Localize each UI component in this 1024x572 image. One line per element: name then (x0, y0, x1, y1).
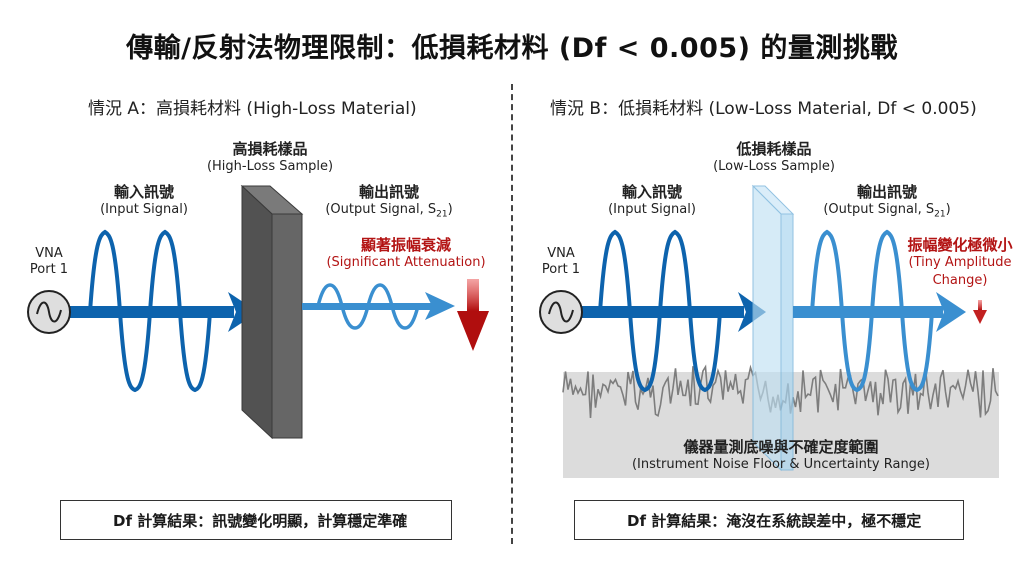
signal-arrow-b (574, 306, 744, 318)
low-loss-sample-label: 低損耗樣品 (Low-Loss Sample) (694, 140, 854, 176)
noise-label-en: (Instrument Noise Floor & Uncertainty Ra… (631, 457, 931, 472)
output-signal-en: (Output Signal, S21) (325, 202, 453, 220)
vna-port-label-a: VNA Port 1 (29, 246, 69, 277)
result-box-a: Df 計算結果：訊號變化明顯，計算穩定準確 (60, 500, 452, 540)
input-signal-en: (Input Signal) (608, 202, 696, 217)
attenuation-en: (Significant Attenuation) (326, 255, 486, 270)
tiny-change-arrow-icon (973, 300, 987, 324)
output-arrow-b (793, 306, 943, 318)
sample-label-zh: 低損耗樣品 (736, 140, 812, 158)
result-text-b: Df 計算結果：淹沒在系統誤差中，極不穩定 (627, 511, 922, 530)
output-signal-zh: 輸出訊號 (856, 183, 917, 201)
signal-arrow-a (64, 306, 234, 318)
tiny-change-en-line2: Change) (932, 273, 988, 288)
input-signal-en: (Input Signal) (100, 202, 188, 217)
tiny-change-zh: 振幅變化極微小 (907, 236, 1013, 254)
sample-label-en: (High-Loss Sample) (206, 159, 334, 174)
input-signal-label-a: 輸入訊號 (Input Signal) (74, 183, 214, 219)
high-loss-sample-block (240, 184, 304, 440)
sample-label-en: (Low-Loss Sample) (713, 159, 835, 174)
output-arrow-a (302, 303, 432, 310)
attenuation-arrow-icon (457, 279, 489, 351)
panel-b-heading: 情況 B：低損耗材料 (Low-Loss Material, Df < 0.00… (550, 99, 977, 119)
attenuation-zh: 顯著振幅衰減 (360, 236, 451, 254)
output-signal-label-b: 輸出訊號 (Output Signal, S21) (812, 183, 962, 224)
tiny-change-en-line1: (Tiny Amplitude (908, 255, 1012, 270)
input-signal-zh: 輸入訊號 (621, 183, 682, 201)
noise-label-zh: 儀器量測底噪與不確定度範圍 (683, 438, 879, 456)
result-box-b: Df 計算結果：淹沒在系統誤差中，極不穩定 (574, 500, 964, 540)
output-signal-zh: 輸出訊號 (358, 183, 419, 201)
panel-a-heading: 情況 A：高損耗材料 (High-Loss Material) (88, 99, 417, 119)
vna-port-label-b: VNA Port 1 (541, 246, 581, 277)
output-signal-en: (Output Signal, S21) (823, 202, 951, 220)
high-loss-sample-label: 高損耗樣品 (High-Loss Sample) (190, 140, 350, 176)
page-title: 傳輸/反射法物理限制：低損耗材料 (Df < 0.005) 的量測挑戰 (126, 33, 898, 64)
sample-label-zh: 高損耗樣品 (232, 140, 308, 158)
attenuation-label: 顯著振幅衰減 (Significant Attenuation) (316, 236, 496, 272)
input-signal-zh: 輸入訊號 (113, 183, 174, 201)
tiny-change-label: 振幅變化極微小 (Tiny Amplitude Change) (900, 236, 1020, 290)
ac-source-icon-a (27, 290, 71, 334)
panel-divider (511, 84, 513, 544)
low-loss-sample-block (751, 184, 795, 472)
result-text-a: Df 計算結果：訊號變化明顯，計算穩定準確 (113, 511, 408, 530)
noise-floor-label: 儀器量測底噪與不確定度範圍 (Instrument Noise Floor & … (563, 438, 999, 474)
input-signal-label-b: 輸入訊號 (Input Signal) (582, 183, 722, 219)
output-signal-label-a: 輸出訊號 (Output Signal, S21) (314, 183, 464, 224)
ac-source-icon-b (539, 290, 583, 334)
